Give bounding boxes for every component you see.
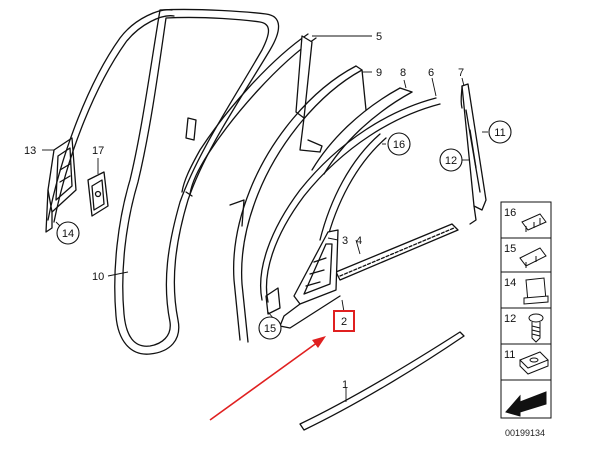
part-6-strip [259,97,441,303]
part-number-labels: 5 9 8 6 7 13 17 10 3 4 1 [24,31,464,391]
label-part-13: 13 [24,145,36,157]
label-part-4: 4 [356,235,362,247]
part-8-strip [311,87,413,175]
part-3-corner-panel [279,229,341,329]
label-part-17: 17 [92,145,104,157]
part-1-sill-strip [299,331,465,431]
circled-label-14: 14 [56,221,80,245]
parts-legend [500,201,552,419]
svg-text:16: 16 [393,139,405,151]
legend-bracket-14-icon [523,277,549,305]
legend-nut-11-icon [519,351,549,375]
highlighted-label-2: 2 [333,310,355,332]
label-part-7: 7 [458,67,464,79]
circled-label-12: 12 [439,148,463,172]
label-part-5: 5 [376,31,382,43]
svg-text:11: 11 [494,127,505,139]
legend-label-11: 11 [504,349,515,361]
part-10-door-seal [114,8,280,355]
svg-text:2: 2 [341,316,347,328]
svg-text:15: 15 [264,323,276,335]
svg-text:12: 12 [445,155,457,167]
circled-label-11: 11 [488,120,512,144]
svg-text:14: 14 [62,228,74,240]
label-part-1: 1 [342,379,348,391]
label-part-6: 6 [428,67,434,79]
label-part-9: 9 [376,67,382,79]
legend-labels: 16 15 14 12 11 [504,207,516,361]
part-17-clip [87,171,109,217]
label-part-8: 8 [400,67,406,79]
legend-screw-12-icon [528,313,544,343]
label-part-10: 10 [92,271,104,283]
legend-clip-15-icon [519,247,547,268]
part-9-frame-seal [229,65,367,343]
red-pointer-arrow [209,336,326,421]
part-16-channel [319,133,387,245]
legend-label-16: 16 [504,207,516,219]
reference-number: 00199134 [505,428,546,438]
legend-label-15: 15 [504,243,516,255]
legend-label-12: 12 [504,313,516,325]
circled-label-16: 16 [387,132,411,156]
part-13-bracket [45,137,77,233]
legend-arrow-icon [505,391,547,417]
circled-label-15: 15 [258,316,282,340]
part-7-pillar-trim [460,83,487,225]
part-15-bracket [265,287,281,315]
part-13-seal [47,9,175,223]
leader-lines [42,35,488,402]
legend-label-14: 14 [504,277,516,289]
part-4-belt-moulding [335,223,459,281]
part-5-window-channel [181,33,323,197]
label-part-3: 3 [342,235,348,247]
legend-clip-16-icon [521,213,547,232]
circled-labels: 11 12 14 15 16 [56,120,512,340]
